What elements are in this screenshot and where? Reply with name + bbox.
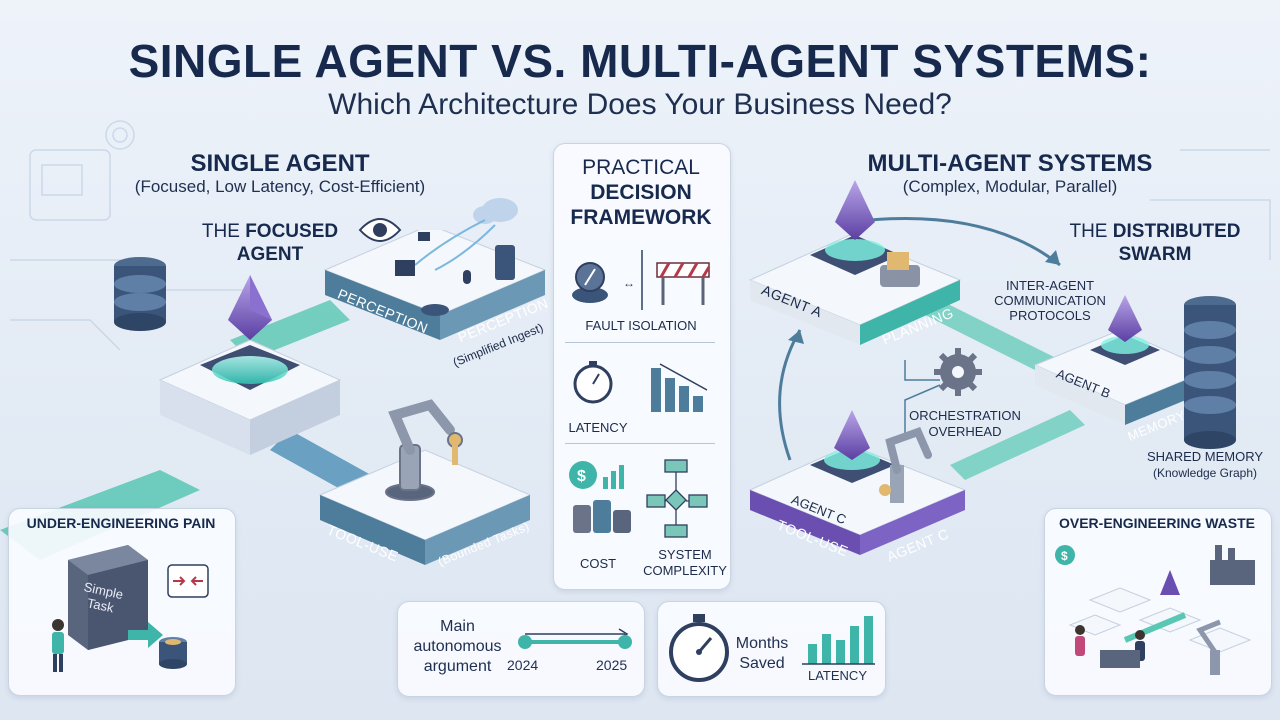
fault-isolation-label: FAULT ISOLATION — [585, 318, 697, 333]
under-engineering-illustration — [52, 545, 209, 672]
multi-agent-heading: MULTI-AGENT SYSTEMS — [867, 150, 1153, 177]
timeline-caption: Main autonomous argument — [413, 618, 502, 675]
months-latency-label: LATENCY — [808, 668, 867, 683]
single-agent-illustration — [0, 230, 547, 565]
orchestration-overhead-label: ORCHESTRATION OVERHEAD — [909, 408, 1021, 439]
over-engineering-illustration: $ — [1055, 545, 1255, 675]
growth-chart-icon — [603, 465, 624, 489]
multi-agent-illustration — [748, 180, 1236, 555]
timeline-arrow — [518, 628, 632, 649]
inter-agent-protocols-label: INTER-AGENT COMMUNICATION PROTOCOLS — [994, 278, 1106, 323]
sensor-hub-icon — [421, 304, 449, 316]
timeline-end-dot — [618, 635, 632, 649]
simple-task-box — [68, 545, 148, 650]
latency-bar-chart-icon — [802, 616, 875, 665]
multi-agent-subheading: (Complex, Modular, Parallel) — [902, 177, 1118, 196]
over-engineering-title: OVER-ENGINEERING WASTE — [1058, 515, 1256, 531]
cloud-icon — [473, 198, 518, 224]
gear-icon — [934, 348, 982, 396]
factory-icon — [1210, 545, 1255, 585]
page-title: SINGLE AGENT VS. MULTI-AGENT SYSTEMS: — [128, 35, 1152, 87]
dollar-coin-icon: $ — [569, 461, 597, 489]
eye-icon — [358, 218, 402, 242]
under-engineering-title: UNDER-ENGINEERING PAIN — [26, 515, 216, 531]
microphone-icon — [463, 270, 471, 284]
distributed-swarm-heading: THE DISTRIBUTED SWARM — [1069, 221, 1241, 265]
svg-text:$: $ — [577, 468, 586, 485]
page-subtitle: Which Architecture Does Your Business Ne… — [328, 88, 952, 121]
dollar-coin-icon-small: $ — [1055, 545, 1075, 565]
months-saved-text: Months Saved — [735, 635, 789, 672]
stopwatch-icon-large — [669, 614, 729, 682]
timeline-card — [397, 601, 645, 697]
svg-text:↔: ↔ — [623, 276, 635, 290]
agent-c-node — [748, 410, 967, 555]
person-icon — [52, 619, 64, 672]
latency-label: LATENCY — [568, 420, 628, 435]
cost-label: COST — [579, 556, 617, 571]
barrier-icon — [656, 262, 711, 305]
flowchart-icon — [646, 459, 708, 538]
database-icon — [114, 257, 166, 331]
timeline-year-end: 2025 — [596, 657, 628, 673]
framework-title: PRACTICAL DECISION FRAMEWORK — [570, 156, 712, 229]
bar-chart-down-icon — [651, 363, 708, 412]
fault-isolation-icons: ↔ — [572, 250, 711, 310]
agent-a-node — [748, 180, 962, 345]
timeline-start-dot — [518, 635, 532, 649]
cost-complexity-icons: $ — [569, 459, 708, 538]
flow-arrow-c-to-a — [778, 329, 802, 461]
arrow-into-db — [128, 622, 163, 648]
people-icon — [1075, 625, 1145, 668]
latency-icons — [573, 361, 708, 412]
stopwatch-icon — [573, 361, 613, 404]
server-icon — [495, 245, 515, 280]
system-complexity-label: SYSTEM COMPLEXITY — [643, 547, 727, 578]
coin-stacks-icon — [573, 500, 631, 533]
compass-icon — [572, 262, 608, 303]
perception-tile — [323, 230, 547, 340]
shared-memory-label: SHARED MEMORY (Knowledge Graph) — [1146, 449, 1264, 480]
focused-agent-heading: THE FOCUSED AGENT — [201, 221, 339, 265]
framework-divider-2 — [565, 443, 715, 444]
small-database-icon — [159, 637, 187, 669]
timeline-year-start: 2024 — [507, 657, 539, 673]
pain-bubble-icon — [167, 564, 209, 598]
focused-agent-core — [158, 275, 342, 455]
shared-memory-database — [1184, 296, 1236, 449]
flow-arrow-a-to-b — [869, 216, 1061, 267]
perception-sensors — [358, 198, 518, 316]
chip-icon — [395, 232, 430, 276]
svg-text:$: $ — [1061, 549, 1068, 563]
single-agent-subheading: (Focused, Low Latency, Cost-Efficient) — [134, 177, 426, 196]
over-engineering-panel — [1044, 508, 1272, 696]
framework-divider-1 — [565, 342, 715, 343]
robot-arm-icon-small — [1196, 619, 1221, 675]
robot-arm-icon — [385, 399, 463, 501]
single-agent-heading: SINGLE AGENT — [190, 150, 370, 177]
